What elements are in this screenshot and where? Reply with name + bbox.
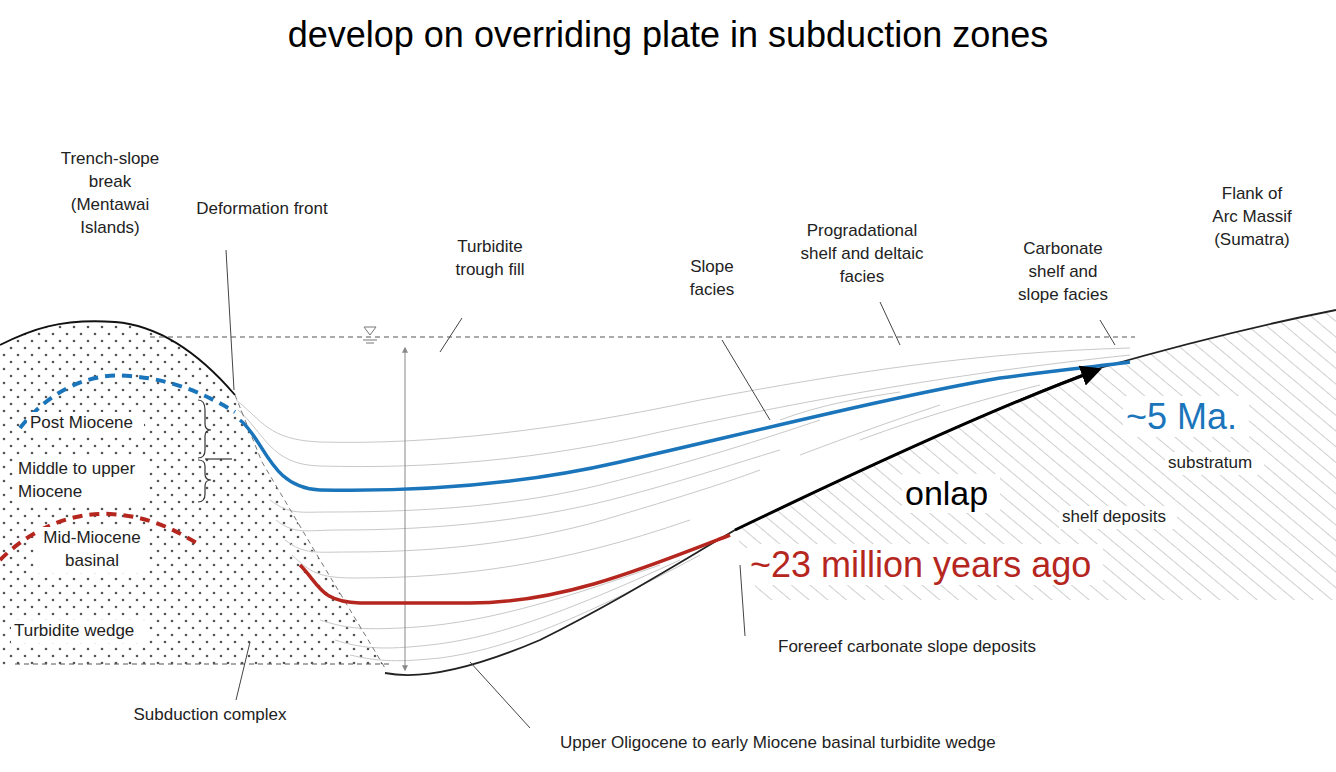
basement-surface: [385, 310, 1336, 675]
age-annotation: ~5 Ma.: [1123, 396, 1249, 437]
unit-label: shelf deposits: [1059, 506, 1177, 529]
unit-label: substratum: [1165, 452, 1264, 475]
age-label: Post Miocene: [27, 412, 144, 435]
facies-label: Turbidite trough fill: [435, 236, 545, 282]
trench-slope-break: [0, 321, 235, 395]
facies-label: Slope facies: [677, 256, 747, 302]
unit-label: Forereef carbonate slope deposits: [775, 636, 1047, 659]
onlap-label: onlap: [902, 474, 1000, 513]
facies-label: Progradational shelf and deltaic facies: [787, 220, 937, 289]
slide-title: develop on overriding plate in subductio…: [0, 14, 1336, 56]
age-brackets: [198, 400, 232, 502]
age-annotation: ~23 million years ago: [747, 544, 1103, 585]
trough-margin: [235, 395, 385, 668]
region-label: Flank of Arc Massif (Sumatra): [1210, 183, 1294, 252]
horizon-5ma: [240, 362, 1130, 490]
substratum-hatch: [735, 310, 1336, 600]
region-label: Trench-slope break (Mentawai Islands): [60, 148, 160, 240]
age-label: Mid-Miocene basinal: [36, 527, 148, 573]
unit-label: Turbidite wedge: [11, 620, 146, 643]
unit-label: Upper Oligocene to early Miocene basinal…: [560, 732, 1080, 755]
facies-label: Carbonate shelf and slope facies: [1011, 238, 1116, 307]
feature-label: Deformation front: [187, 198, 337, 221]
onlap-arrow: [735, 370, 1098, 530]
strata-lines: [236, 348, 1130, 661]
thickness-arrow: [405, 348, 406, 670]
sea-level: [150, 337, 1135, 338]
subduction-complex: [0, 321, 385, 668]
wedge-base: [15, 664, 392, 665]
sea-level-symbol: [363, 327, 377, 343]
unit-label: Subduction complex: [100, 704, 320, 727]
age-label: Middle to upper Miocene: [15, 458, 147, 504]
horizon-23ma: [300, 535, 730, 603]
